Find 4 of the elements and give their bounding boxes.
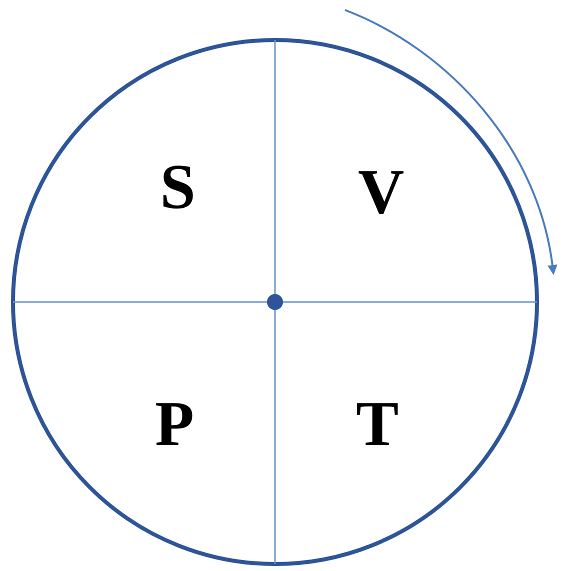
quadrant-letter: V [358, 160, 404, 224]
quadrant-letter: T [356, 392, 399, 456]
quadrant-letter: P [155, 392, 194, 456]
quadrant-letter: S [160, 155, 196, 219]
